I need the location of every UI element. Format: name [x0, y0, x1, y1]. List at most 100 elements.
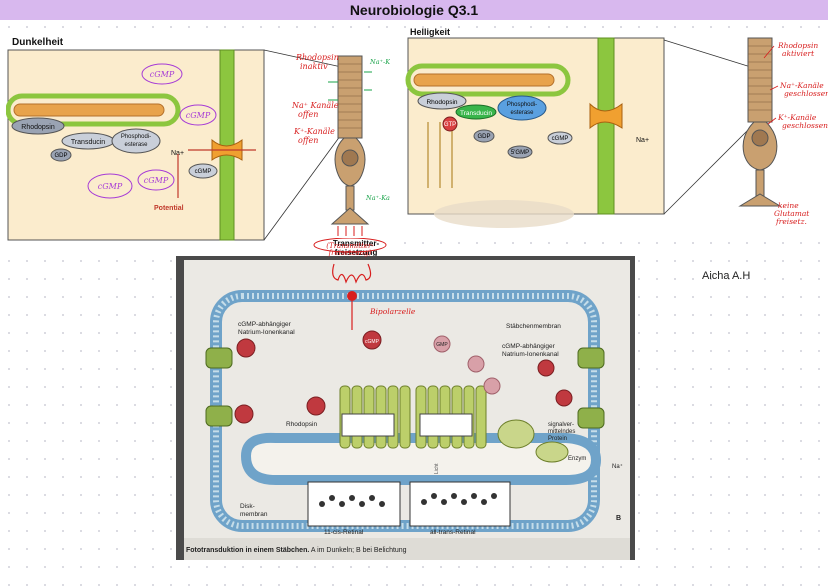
- cgmp-dot: [537, 359, 555, 377]
- gdp-label: GDP: [54, 153, 67, 159]
- cis-retinal-label: 11-cis-Retinal: [324, 529, 364, 536]
- cgmp-label: cGMP: [195, 169, 212, 175]
- bipolar-soma-icon: [347, 291, 357, 301]
- rod-terminal: [330, 207, 370, 225]
- closed-channel-icon: [589, 102, 623, 130]
- bipolar-overlay: (Transmitter-freisetzung) Bipolarzelle: [313, 238, 416, 330]
- gmp-shape: [507, 145, 533, 159]
- page-title: Neurobiologie Q3.1: [0, 0, 828, 20]
- note-na-channels-bottom: Na⁺-Kanäle: [365, 194, 390, 202]
- cgmp-circle: [179, 104, 217, 126]
- disk-membrane-shape: [240, 432, 602, 485]
- na-label: Na+: [171, 150, 184, 157]
- gmp-dot-label: GMP: [436, 342, 448, 348]
- cgmp-dot: [236, 338, 256, 358]
- channel-right-bottom: [577, 407, 605, 429]
- note-cgmp-4: cGMP: [144, 176, 169, 185]
- gmp-dot: [433, 335, 451, 353]
- dark-heading: Dunkelheit: [12, 37, 64, 48]
- author-label: Aicha A.H: [702, 270, 751, 282]
- potential-label: Potential: [154, 205, 184, 212]
- rhodopsin-label: Rhodopsin: [426, 99, 457, 106]
- transducin-label: Transducin: [71, 139, 105, 146]
- photo-caption: Fototransduktion in einem Stäbchen. A im…: [186, 547, 407, 554]
- g-protein-shape: [497, 419, 535, 449]
- rhodopsin-label: Rhodopsin: [286, 421, 317, 428]
- rod-outer-segment: [747, 37, 773, 123]
- cgmp-shape: [547, 131, 573, 145]
- rod-terminal: [738, 193, 782, 207]
- note-cgmp-2: cGMP: [186, 111, 211, 120]
- light-panel: Helligkeit Rhodopsin Transducin Phosphod…: [404, 28, 828, 234]
- disk-membrane: [413, 73, 555, 87]
- cgmp-shape: [188, 163, 218, 179]
- cgmp-dot: [306, 396, 326, 416]
- rod-axon: [345, 185, 355, 211]
- transmitter-scribble-circle: [313, 238, 387, 253]
- gdp-shape: [473, 129, 495, 143]
- cgmp-circle: [137, 169, 175, 191]
- cgmp-label: cGMP: [552, 136, 569, 142]
- enzyme-label: Enzym: [568, 456, 586, 462]
- panel-b-label: B: [616, 515, 621, 522]
- cgmp-dot: [555, 389, 573, 407]
- na-label: Na+: [636, 137, 649, 144]
- pde-shape: [111, 128, 161, 154]
- note-bipolar-cell: Bipolarzelle: [369, 307, 416, 316]
- rod-membrane-label: Stäbchenmembran: [506, 323, 561, 330]
- rod-nucleus: [751, 129, 769, 147]
- note-cgmp-3: cGMP: [98, 182, 123, 191]
- disk-outline: [405, 63, 571, 97]
- transducin-shape: [455, 104, 497, 120]
- cgmp-dot: [362, 330, 382, 350]
- hand-shadow: [434, 200, 574, 228]
- bipolar-dendrites-icon: [332, 263, 372, 284]
- gmp-dot: [467, 355, 485, 373]
- disk-outline: [6, 93, 181, 127]
- note-cgmp-1: cGMP: [150, 70, 175, 79]
- plasma-membrane: [597, 37, 615, 215]
- zoom-line: [263, 127, 347, 241]
- cgmp-circle: [87, 173, 133, 199]
- channel-right-top: [577, 347, 605, 369]
- transmitter-scribble: (Transmitter-freisetzung): [326, 242, 374, 257]
- gmp-dot: [483, 377, 501, 395]
- pde-label: Phosphodi-esterase: [121, 134, 151, 148]
- rod-axon: [755, 169, 765, 197]
- rhodopsin-shape: [417, 92, 467, 110]
- zoom-line: [263, 49, 347, 69]
- pde-shape: [497, 95, 547, 121]
- rhodopsin-label: Rhodopsin: [21, 124, 55, 131]
- gdp-label: GDP: [477, 134, 490, 140]
- transmitter-label: Transmitter-freisetzung: [333, 239, 380, 257]
- disk-membrane-label: Disk-membran: [240, 503, 268, 518]
- trans-retinal-label: all-trans-Retinal: [430, 529, 476, 536]
- cgmp-dot-label: cGMP: [365, 339, 380, 345]
- light-label: Licht: [434, 463, 440, 474]
- channel-left-bottom: [205, 405, 233, 427]
- channel-left-top: [205, 347, 233, 369]
- rhodopsin-shape: [11, 117, 65, 135]
- light-heading: Helligkeit: [410, 28, 450, 37]
- retinal-box-b: [419, 413, 473, 437]
- note-na-channels-top: Na⁺-Kanäle: [369, 58, 390, 66]
- zoom-line: [663, 39, 755, 69]
- transducin-label: Transducin: [460, 110, 492, 117]
- disk-membrane: [13, 103, 165, 117]
- gdp-shape: [50, 148, 72, 162]
- retinal-box-a: [341, 413, 395, 437]
- rod-outer-segment: [337, 55, 363, 139]
- dark-panel: Dunkelheit Rhodopsin Transducin Phosphod…: [6, 28, 390, 260]
- zoom-line: [663, 123, 755, 215]
- pde-label: Phosphodi-esterase: [507, 102, 537, 116]
